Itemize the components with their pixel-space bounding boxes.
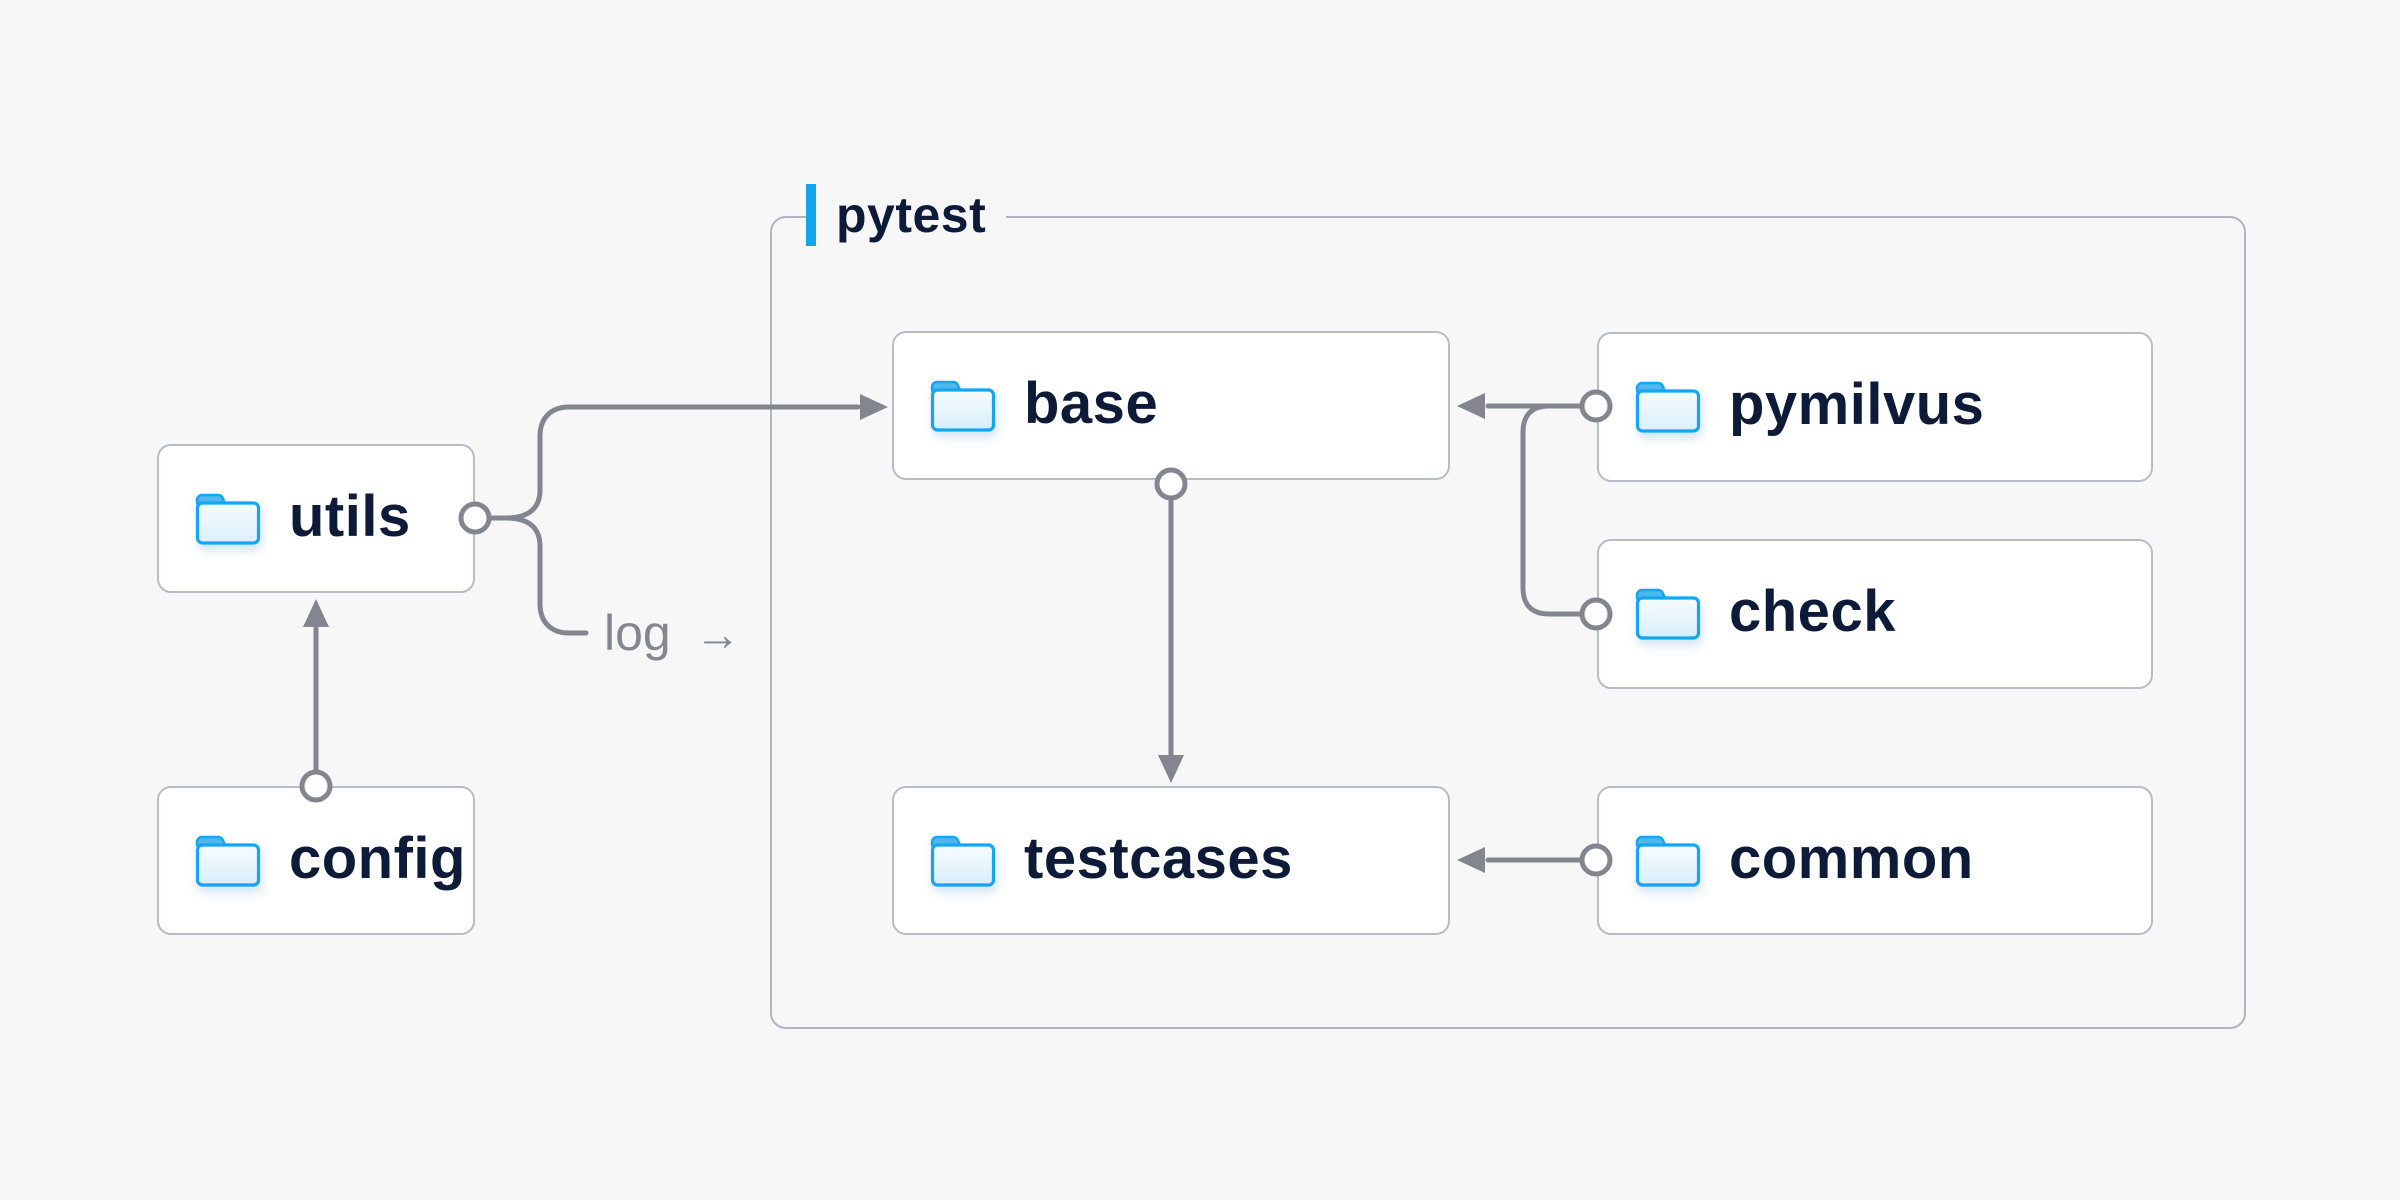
edge-label-text: log — [604, 605, 671, 661]
node-common: common — [1597, 786, 2153, 935]
edge-label-log: log → — [604, 603, 741, 663]
pytest-group-box — [770, 216, 2246, 1029]
node-utils: utils — [157, 444, 475, 593]
node-testcases: testcases — [892, 786, 1450, 935]
pytest-group-label: pytest — [806, 184, 1007, 246]
folder-icon — [195, 835, 261, 887]
edge-utils-log — [503, 515, 589, 636]
folder-icon — [1635, 835, 1701, 887]
folder-icon — [930, 380, 996, 432]
node-label: pymilvus — [1729, 372, 1985, 437]
node-config: config — [157, 786, 475, 935]
folder-icon — [1635, 588, 1701, 640]
node-pymilvus: pymilvus — [1597, 332, 2153, 482]
edge-label-arrow-glyph: → — [694, 608, 741, 660]
group-label-text: pytest — [836, 187, 987, 243]
node-label: config — [289, 825, 466, 891]
node-base: base — [892, 331, 1450, 480]
node-label: common — [1729, 825, 1974, 891]
node-label: utils — [289, 483, 411, 549]
node-label: base — [1024, 370, 1159, 436]
folder-icon — [195, 493, 261, 545]
group-accent-bar — [806, 184, 816, 246]
folder-icon — [1635, 381, 1701, 433]
node-label: testcases — [1024, 825, 1293, 891]
node-check: check — [1597, 539, 2153, 689]
folder-icon — [930, 835, 996, 887]
node-label: check — [1729, 579, 1896, 644]
arrowhead-into-utils-bottom — [303, 599, 329, 627]
